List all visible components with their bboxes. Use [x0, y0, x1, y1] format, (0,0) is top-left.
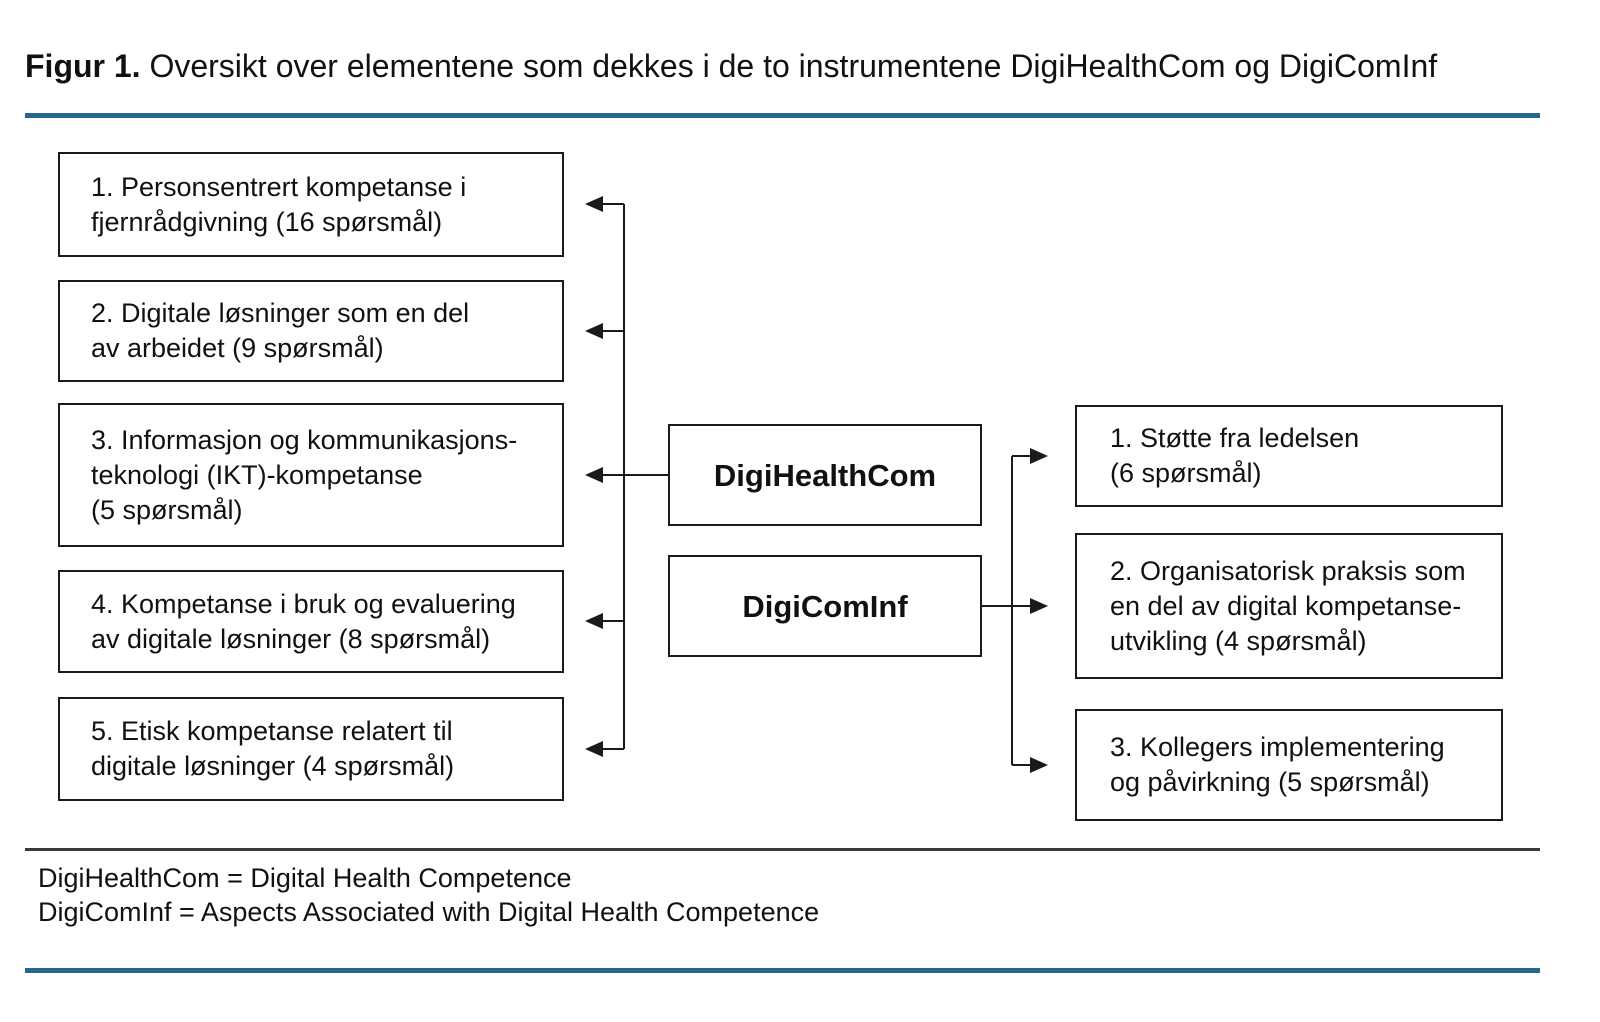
- legend-digicominf-definition: DigiComInf = Aspects Associated with Dig…: [38, 897, 820, 927]
- arrow-left-icon: [585, 613, 603, 629]
- figure-caption: Oversikt over elementene som dekkes i de…: [140, 48, 1438, 84]
- digihealthcom-element-1-box: 1. Personsentrert kompetanse i fjernrådg…: [58, 152, 564, 257]
- digicominf-aspect-2-label: 2. Organisatorisk praksis som en del av …: [1110, 555, 1466, 656]
- figure-number: Figur 1.: [25, 48, 141, 84]
- arrow-right-icon: [1030, 598, 1048, 614]
- abbreviation-legend: DigiHealthCom = Digital Health Competenc…: [38, 861, 819, 929]
- digihealthcom-element-3-box: 3. Informasjon og kommunikasjons- teknol…: [58, 403, 564, 547]
- arrow-left-icon: [585, 196, 603, 212]
- digihealthcom-connector: [585, 196, 668, 757]
- digicominf-label: DigiComInf: [742, 588, 908, 624]
- digihealthcom-element-3-label: 3. Informasjon og kommunikasjons- teknol…: [91, 424, 518, 525]
- digihealthcom-element-5-box: 5. Etisk kompetanse relatert til digital…: [58, 697, 564, 801]
- arrow-right-icon: [1030, 448, 1048, 464]
- digihealthcom-element-4-label: 4. Kompetanse i bruk og evaluering av di…: [91, 588, 516, 654]
- digicominf-box: DigiComInf: [668, 555, 982, 657]
- digicominf-connector: [982, 448, 1048, 773]
- digihealthcom-label: DigiHealthCom: [713, 457, 937, 493]
- arrow-left-icon: [585, 467, 603, 483]
- digicominf-aspect-2-box: 2. Organisatorisk praksis som en del av …: [1075, 533, 1503, 679]
- digicominf-aspect-3-label: 3. Kollegers implementering og påvirknin…: [1110, 732, 1445, 797]
- digihealthcom-element-2-box: 2. Digitale løsninger som en del av arbe…: [58, 280, 564, 382]
- bottom-accent-rule: [25, 968, 1540, 973]
- digicominf-aspect-1-box: 1. Støtte fra ledelsen (6 spørsmål): [1075, 405, 1503, 507]
- arrow-left-icon: [585, 323, 603, 339]
- digihealthcom-element-5-label: 5. Etisk kompetanse relatert til digital…: [91, 716, 455, 781]
- arrow-left-icon: [585, 741, 603, 757]
- digihealthcom-box: DigiHealthCom: [668, 424, 982, 526]
- legend-divider-rule: [25, 848, 1540, 851]
- top-accent-rule: [25, 113, 1540, 118]
- digihealthcom-element-2-label: 2. Digitale løsninger som en del av arbe…: [91, 298, 470, 363]
- legend-digihealthcom-definition: DigiHealthCom = Digital Health Competenc…: [38, 863, 572, 893]
- digihealthcom-element-4-box: 4. Kompetanse i bruk og evaluering av di…: [58, 570, 564, 673]
- figure-title: Figur 1. Oversikt over elementene som de…: [25, 46, 1437, 86]
- digicominf-aspect-1-label: 1. Støtte fra ledelsen (6 spørsmål): [1110, 423, 1360, 488]
- digihealthcom-element-1-label: 1. Personsentrert kompetanse i fjernrådg…: [91, 171, 467, 237]
- arrow-right-icon: [1030, 757, 1048, 773]
- digicominf-aspect-3-box: 3. Kollegers implementering og påvirknin…: [1075, 709, 1503, 821]
